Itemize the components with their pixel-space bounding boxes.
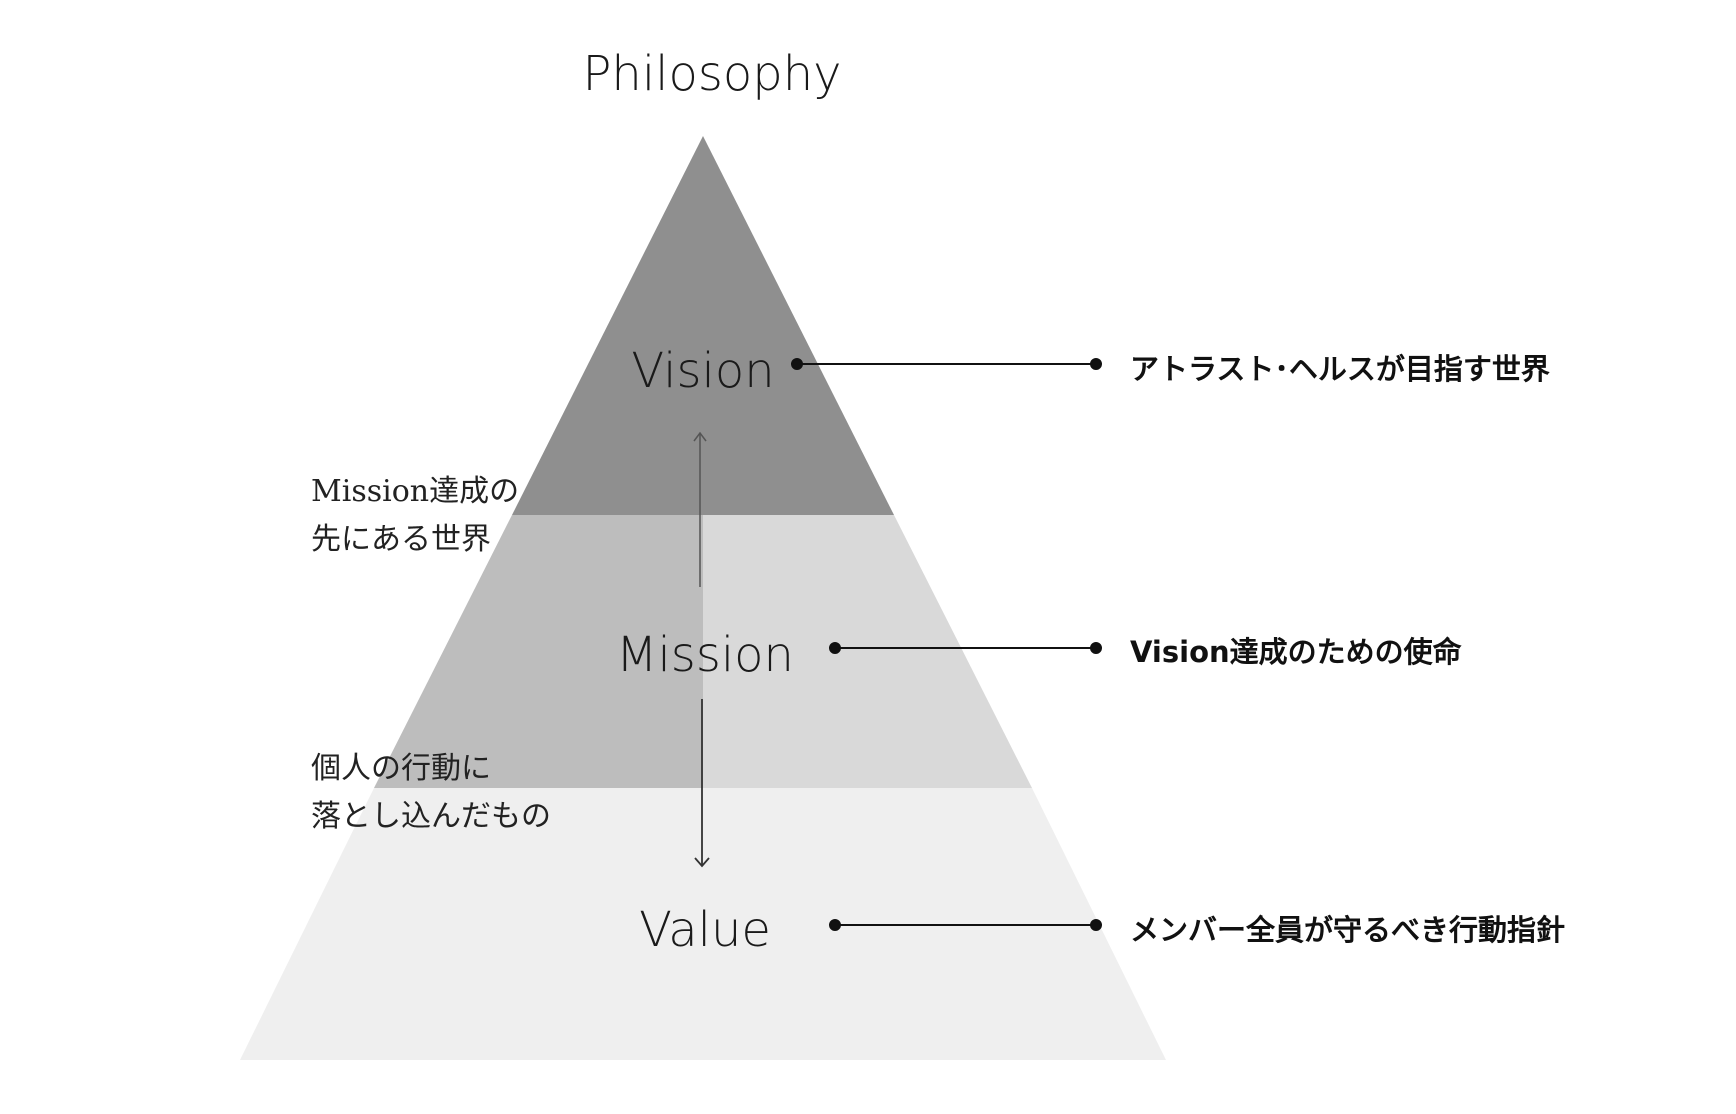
diagram-title: Philosophy [582,46,842,102]
vision-description: アトラスト･ヘルスが目指す世界 [1130,352,1550,386]
mission-tier-right [703,515,1032,788]
value-tier [240,788,1166,1060]
value-description: メンバー全員が守るべき行動指針 [1130,913,1566,947]
upper-side-note-line: Mission達成の [311,474,520,509]
upper-side-note-line: 先にある世界 [311,522,491,557]
down-arrow-icon [694,699,710,868]
vision-label: Vision [631,343,775,399]
mission-label: Mission [616,627,794,683]
mission-description: Vision達成のための使命 [1130,635,1462,669]
lower-side-note-line: 落とし込んだもの [311,799,551,834]
vision-tier [512,136,894,515]
upper-side-note: Mission達成の 先にある世界 [311,468,519,564]
lower-side-note-line: 個人の行動に [311,751,491,786]
value-connector [829,919,1102,931]
value-label: Value [639,902,771,958]
lower-side-note: 個人の行動に 落とし込んだもの [311,745,551,841]
mission-connector [829,642,1102,654]
up-arrow-icon [693,431,707,587]
vision-connector [791,358,1102,370]
mission-tier-left [374,515,703,788]
